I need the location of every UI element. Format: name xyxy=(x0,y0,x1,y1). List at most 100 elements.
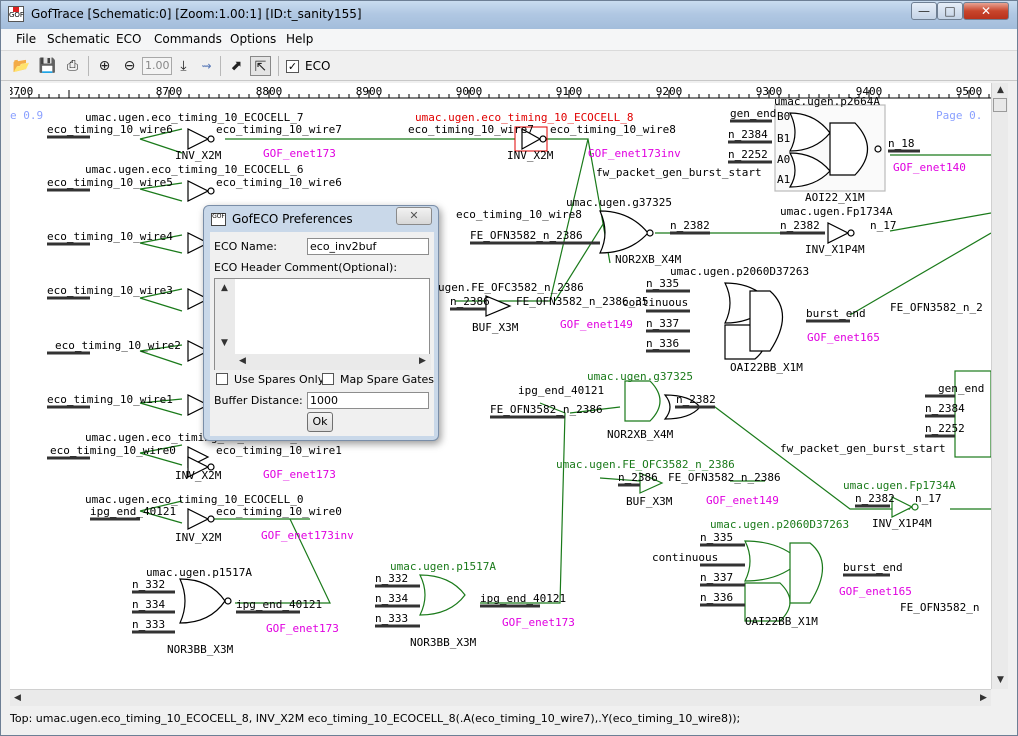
schematic-label: GOF_enet149 xyxy=(706,494,779,507)
schematic-label: n_334 xyxy=(132,598,165,611)
schematic-label: eco_timing_10_wire6 xyxy=(216,176,342,189)
maximize-button[interactable]: □ xyxy=(937,2,963,20)
pointer-icon[interactable]: ⬈ xyxy=(230,58,243,74)
schematic-label: eco_timing_10_wire6 xyxy=(47,123,173,136)
schematic-label: B1 xyxy=(777,132,790,145)
use-spares-label: Use Spares Only xyxy=(234,373,325,386)
schematic-label: umac.ugen.Fp1734A xyxy=(780,205,893,218)
schematic-label: GOF_enet140 xyxy=(893,161,966,174)
schematic-label: n_337 xyxy=(646,317,679,330)
header-comment-label: ECO Header Comment(Optional): xyxy=(214,261,398,274)
schematic-label: n_2382 xyxy=(676,393,716,406)
menu-help[interactable]: Help xyxy=(286,32,314,46)
schematic-label: OAI22BB_X1M xyxy=(730,361,803,374)
map-spare-checkbox[interactable] xyxy=(322,373,334,385)
header-comment-textarea[interactable]: ▲ ▼ ◀ ▶ xyxy=(214,278,431,370)
ruler-tick: 9300 xyxy=(756,85,783,98)
scroll-up-icon[interactable]: ▲ xyxy=(997,85,1004,95)
ruler-tick: 8700 xyxy=(156,85,183,98)
scroll-down-icon[interactable]: ▼ xyxy=(997,675,1004,685)
schematic-label: NOR3BB_X3M xyxy=(167,643,234,656)
schematic-label: umac.ugen.p1517A xyxy=(146,566,252,579)
schematic-label: INV_X1P4M xyxy=(805,243,865,256)
download-icon[interactable]: ⤓ xyxy=(180,58,187,74)
schematic-label: umac.ugen.eco_timing_10_ECOCELL_8 xyxy=(415,111,634,124)
schematic-label: INV_X2M xyxy=(175,469,222,482)
toolbar-separator xyxy=(278,56,279,76)
schematic-label: GOF_enet165 xyxy=(839,585,912,598)
schematic-labels: umac.ugen.eco_timing_10_ECOCELL_7eco_tim… xyxy=(47,95,984,656)
close-button[interactable]: ✕ xyxy=(963,2,1009,20)
schematic-label: eco_timing_10_wire0 xyxy=(216,505,342,518)
scroll-left-icon[interactable]: ◀ xyxy=(239,356,246,366)
title-bar[interactable]: GOF GofTrace [Schematic:0] [Zoom:1.00:1]… xyxy=(1,1,1017,29)
comment-vertical-scrollbar[interactable]: ▲ ▼ xyxy=(215,279,235,370)
comment-horizontal-scrollbar[interactable]: ◀ ▶ xyxy=(235,354,431,370)
scroll-right-icon[interactable]: ▶ xyxy=(980,693,987,703)
zoom-field[interactable]: 1.00 xyxy=(142,57,172,75)
use-spares-checkbox[interactable] xyxy=(216,373,228,385)
menu-file[interactable]: File xyxy=(16,32,37,46)
minimize-button[interactable]: — xyxy=(911,2,937,20)
eco-name-input[interactable]: eco_inv2buf xyxy=(307,238,429,255)
scroll-down-icon[interactable]: ▼ xyxy=(221,338,228,348)
zoom-out-icon[interactable]: ⊖ xyxy=(123,58,136,74)
scroll-up-icon[interactable]: ▲ xyxy=(221,283,228,293)
schematic-label: n_2382 xyxy=(670,219,710,232)
schematic-label: fw_packet_gen_burst_start xyxy=(596,166,762,179)
schematic-label: FE_OFN3582_n_2386 xyxy=(470,229,583,242)
menu-commands[interactable]: Commands xyxy=(154,32,222,46)
map-spare-label: Map Spare Gates xyxy=(340,373,435,386)
schematic-label: INV_X2M xyxy=(507,149,554,162)
schematic-label: eco_timing_10_wire2 xyxy=(55,339,181,352)
schematic-label: n_2386 xyxy=(618,471,658,484)
buffer-distance-label: Buffer Distance: xyxy=(214,394,303,407)
menu-eco[interactable]: ECO xyxy=(116,32,142,46)
schematic-label: ipg_end_40121 xyxy=(90,505,176,518)
menu-schematic[interactable]: Schematic xyxy=(47,32,110,46)
schematic-label: GOF_enet149 xyxy=(560,318,633,331)
dialog-body: ECO Name: eco_inv2buf ECO Header Comment… xyxy=(210,232,434,436)
scroll-right-icon[interactable]: ▶ xyxy=(419,356,426,366)
zoom-in-icon[interactable]: ⊕ xyxy=(98,58,111,74)
select-box-icon[interactable]: ⇱ xyxy=(250,56,271,76)
schematic-label: n_332 xyxy=(375,572,408,585)
eco-checkbox[interactable]: ✓ xyxy=(286,60,299,73)
print-icon[interactable]: ⎙ xyxy=(66,58,79,74)
schematic-label: eco_timing_10_wire4 xyxy=(47,230,173,243)
schematic-canvas[interactable]: 8700 8800 8900 9000 9100 9200 9300 9400 … xyxy=(10,83,991,689)
schematic-label: n_336 xyxy=(700,591,733,604)
open-icon[interactable]: 📂 xyxy=(12,58,31,74)
scroll-left-icon[interactable]: ◀ xyxy=(14,693,21,703)
schematic-label: eco_timing_10_wire7 xyxy=(216,123,342,136)
schematic-label: continuous xyxy=(622,296,688,309)
schematic-label: umac.ugen.eco_timing_10_ECOCELL_0 xyxy=(85,493,304,506)
ruler-tick: 9100 xyxy=(556,85,583,98)
schematic-label: INV_X1P4M xyxy=(872,517,932,530)
schematic-label: GOF_enet173 xyxy=(502,616,575,629)
schematic-label: umac.ugen.eco_timing_10_ECOCELL_7 xyxy=(85,111,304,124)
schematic-label: umac.ugen.p2060D37263 xyxy=(710,518,849,531)
buffer-distance-input[interactable]: 1000 xyxy=(307,392,429,409)
save-icon[interactable]: 💾 xyxy=(38,58,57,74)
dialog-close-button[interactable]: ✕ xyxy=(396,207,432,225)
schematic-label: eco_timing_10_wire3 xyxy=(47,284,173,297)
ok-button[interactable]: Ok xyxy=(307,412,333,432)
vertical-scroll-thumb[interactable] xyxy=(993,98,1007,112)
dialog-title: GofECO Preferences xyxy=(232,212,353,226)
schematic-label: NOR2XB_X4M xyxy=(615,253,682,266)
toolbar-separator xyxy=(88,56,89,76)
horizontal-scrollbar[interactable]: ◀ ▶ xyxy=(10,689,991,706)
schematic-label: n_18 xyxy=(888,137,915,150)
selected-inverter[interactable] xyxy=(514,126,548,152)
vertical-scrollbar[interactable]: ▲ ▼ xyxy=(991,83,1008,689)
schematic-label: A1 xyxy=(777,173,790,186)
schematic-label: INV_X2M xyxy=(175,149,222,162)
inverter-gates xyxy=(187,128,855,530)
menu-options[interactable]: Options xyxy=(230,32,277,46)
schematic-label: umac.ugen.FE_OFC3582_n_2386 xyxy=(556,458,735,471)
schematic-label: ipg_end_40121 xyxy=(236,598,322,611)
sparkle-icon[interactable]: ⇝ xyxy=(201,59,212,73)
schematic-label: n_333 xyxy=(375,612,408,625)
schematic-label: n_334 xyxy=(375,592,408,605)
